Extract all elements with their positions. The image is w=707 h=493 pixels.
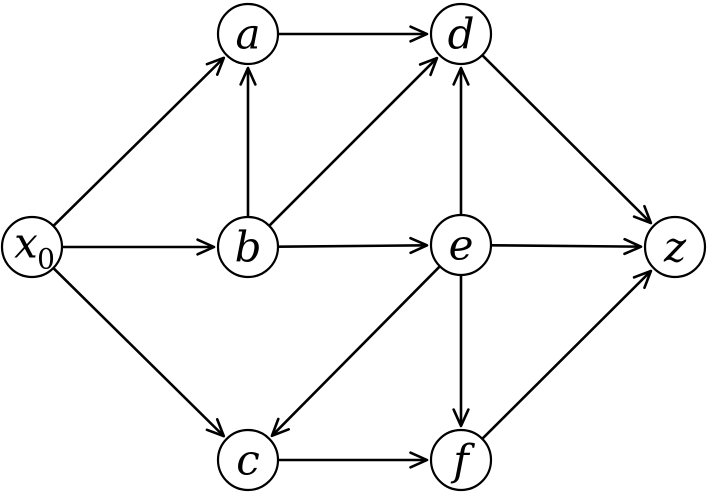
node-label-c: c <box>236 436 260 485</box>
arrowhead-icon <box>452 66 470 86</box>
edge-b-to-e <box>277 236 429 255</box>
node-label-z: z <box>663 223 687 272</box>
arrowhead-icon <box>239 66 257 86</box>
edge-f-to-z <box>481 269 653 440</box>
arrowhead-icon <box>632 269 653 290</box>
node-label-a: a <box>235 10 260 59</box>
arrowhead-icon <box>196 238 216 256</box>
node-label-e: e <box>449 221 474 270</box>
edge-c-to-f <box>278 451 429 469</box>
arrowhead-icon <box>205 56 226 76</box>
arrowhead-icon <box>409 25 429 43</box>
node-f: f <box>429 428 493 492</box>
arrowhead-icon <box>632 204 653 225</box>
graph-edges <box>52 25 653 469</box>
node-c: c <box>216 428 280 492</box>
arrowhead-icon <box>452 408 470 428</box>
node-x0: x 0 <box>0 215 64 279</box>
arrowhead-icon <box>270 417 291 438</box>
node-e: e <box>429 213 493 277</box>
edge-x0-to-c <box>52 267 226 438</box>
edge-line <box>271 265 441 437</box>
arrowhead-icon <box>409 236 429 255</box>
node-z: z <box>643 215 707 279</box>
node-a: a <box>216 2 280 66</box>
edge-e-to-d <box>452 66 470 215</box>
edge-b-to-d <box>268 56 439 227</box>
edge-a-to-d <box>278 25 429 43</box>
edge-e-to-c <box>270 265 441 438</box>
node-b: b <box>216 215 280 279</box>
edge-line <box>268 57 438 227</box>
node-label-d: d <box>448 10 475 59</box>
edge-line <box>490 243 642 248</box>
node-subscript-x0: 0 <box>37 243 55 276</box>
edge-line <box>52 267 225 438</box>
edge-line <box>277 244 428 249</box>
arrowhead-icon <box>623 237 643 256</box>
edge-b-to-a <box>239 66 257 217</box>
edge-e-to-f <box>452 275 470 428</box>
edge-d-to-z <box>481 54 653 225</box>
edge-x0-to-a <box>52 56 226 227</box>
edge-line <box>481 270 652 440</box>
arrowhead-icon <box>205 418 226 438</box>
node-label-x0: x <box>14 219 38 268</box>
edge-line <box>52 56 225 227</box>
arrowhead-icon <box>418 56 439 77</box>
edge-line <box>481 54 652 224</box>
node-label-b: b <box>235 223 262 272</box>
arrowhead-icon <box>409 451 429 469</box>
node-d: d <box>429 2 493 66</box>
edge-x0-to-b <box>62 238 216 256</box>
edge-e-to-z <box>490 237 643 256</box>
